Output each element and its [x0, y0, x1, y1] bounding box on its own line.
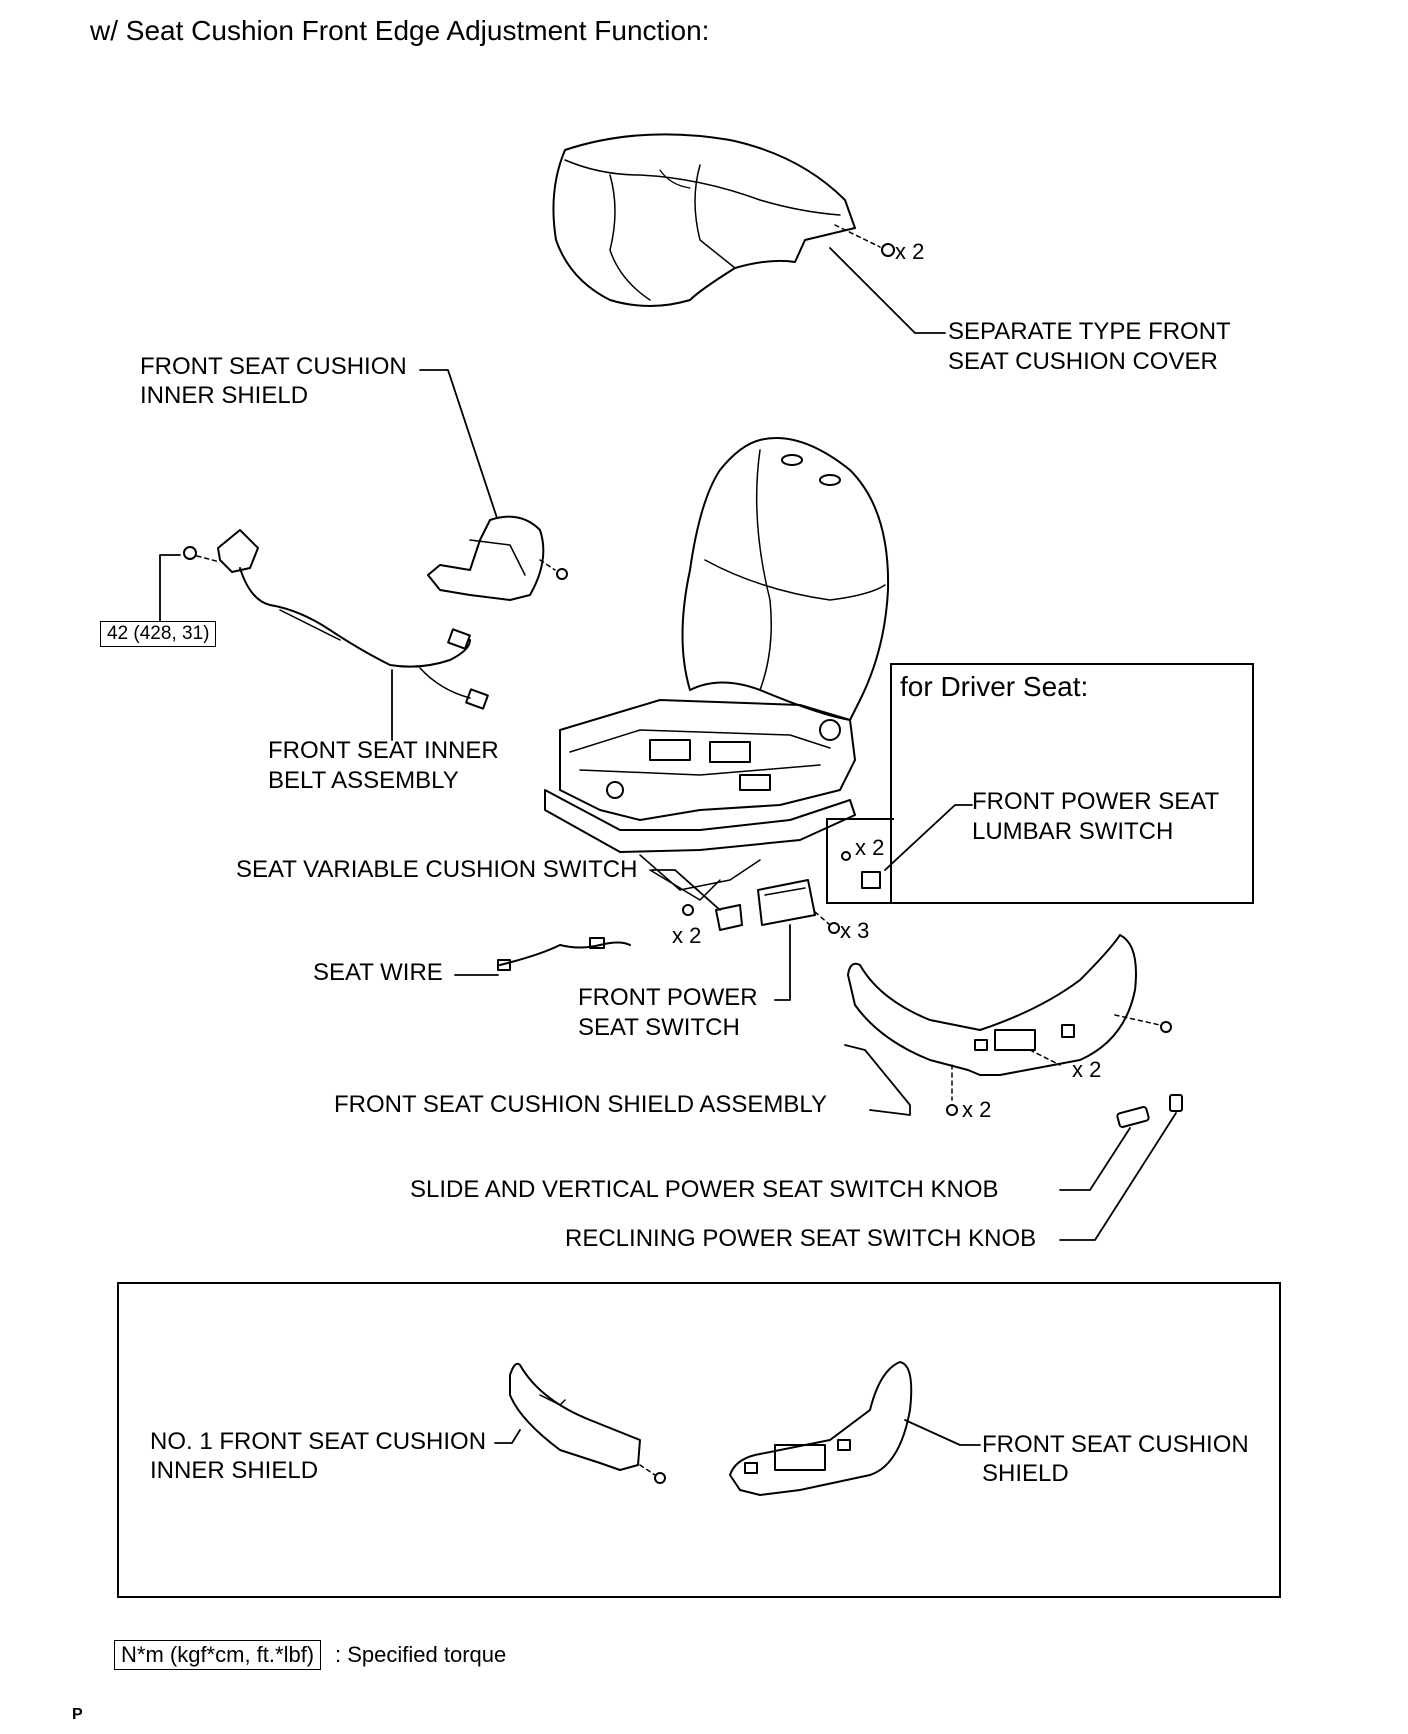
torque-value: 42 (428, 31): [100, 621, 217, 647]
inner-belt-label-2: BELT ASSEMBLY: [268, 767, 459, 794]
cushion-shield-assembly-illustration: [847, 934, 1172, 1116]
inner-belt-illustration: [183, 529, 489, 710]
no1-inner-shield-label-1: NO. 1 FRONT SEAT CUSHION: [150, 1428, 487, 1455]
seat-wire-illustration: [497, 937, 631, 971]
reclining-knob-label: RECLINING POWER SEAT SWITCH KNOB: [565, 1225, 1037, 1252]
power-seat-switch-label-2: SEAT SWITCH: [578, 1014, 740, 1041]
driver-seat-title: for Driver Seat:: [900, 671, 1089, 702]
seat-cushion-cover-illustration: [552, 133, 895, 307]
seat-back-illustration: [681, 437, 890, 721]
variable-cushion-switch-illustration: [682, 904, 743, 931]
no1-inner-shield-label-2: INNER SHIELD: [150, 1457, 319, 1484]
power-seat-switch-illustration: [757, 879, 840, 934]
driver-seat-inset-notch: [826, 818, 894, 904]
torque-unit-legend-box: N*m (kgf*cm, ft.*lbf): [114, 1640, 322, 1670]
slide-vertical-knob-label: SLIDE AND VERTICAL POWER SEAT SWITCH KNO…: [410, 1176, 999, 1203]
inner-shield-label-2: INNER SHIELD: [140, 382, 309, 409]
page-title: w/ Seat Cushion Front Edge Adjustment Fu…: [90, 15, 710, 46]
driver-seat-inset: for Driver Seat: FRONT POWER SEAT LUMBAR…: [890, 663, 1254, 904]
cushion-cover-label-2: SEAT CUSHION COVER: [948, 348, 1218, 375]
variant-panel: [117, 1282, 1281, 1598]
cover-clips-qty: x 2: [895, 239, 925, 264]
switch-knobs-illustration: [1116, 1094, 1183, 1128]
inner-shield-label-1: FRONT SEAT CUSHION: [140, 353, 407, 380]
lumbar-switch-label-1: FRONT POWER SEAT: [972, 788, 1220, 815]
variable-cushion-switch-label: SEAT VARIABLE CUSHION SWITCH: [236, 856, 638, 883]
cushion-cover-label-1: SEPARATE TYPE FRONT: [948, 318, 1231, 345]
power-screws-qty: x 3: [840, 918, 870, 943]
lumbar-switch-illustration: [841, 851, 881, 889]
front-cushion-shield-label-2: SHIELD: [982, 1460, 1069, 1487]
front-cushion-shield-label-1: FRONT SEAT CUSHION: [982, 1431, 1249, 1458]
inner-shield-illustration: [427, 515, 568, 601]
lumbar-switch-label-2: LUMBAR SWITCH: [972, 818, 1174, 845]
shield-screws-qty: x 2: [1072, 1057, 1102, 1082]
cushion-shield-assembly-label: FRONT SEAT CUSHION SHIELD ASSEMBLY: [334, 1091, 828, 1118]
seat-frame-illustration: [544, 699, 856, 901]
shield-clips-qty: x 2: [962, 1097, 992, 1122]
power-seat-switch-label-1: FRONT POWER: [578, 984, 758, 1011]
inner-belt-label-1: FRONT SEAT INNER: [268, 737, 499, 764]
lumbar-screws-qty: x 2: [855, 835, 885, 860]
seat-wire-label: SEAT WIRE: [313, 959, 443, 986]
variable-screws-qty: x 2: [672, 923, 702, 948]
torque-unit-legend-text: : Specified torque: [335, 1642, 507, 1667]
corner-code: P: [72, 1706, 83, 1723]
no1-inner-shield-illustration: [509, 1362, 666, 1484]
front-cushion-shield-illustration: [729, 1361, 913, 1496]
